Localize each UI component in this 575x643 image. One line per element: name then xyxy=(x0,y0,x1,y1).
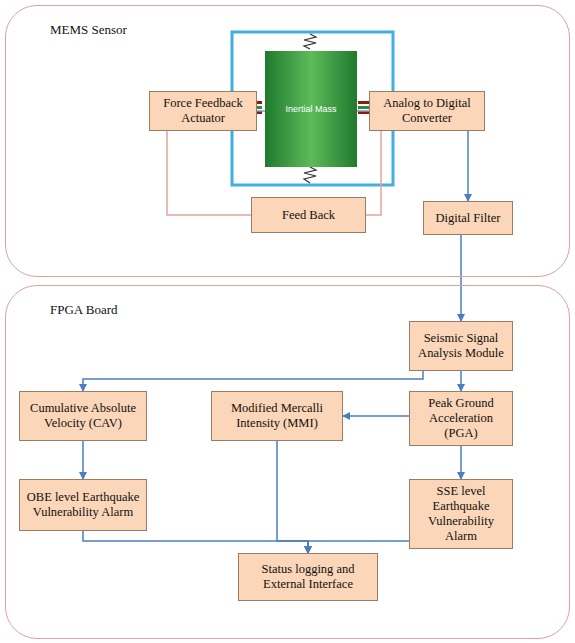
node-label: Digital Filter xyxy=(436,211,501,226)
node-label: Modified Mercalli Intensity (MMI) xyxy=(217,401,337,431)
node-label: SSE level Earthquake Vulnerability Alarm xyxy=(415,484,507,544)
region-heading: MEMS Sensor xyxy=(50,22,127,38)
node-label: OBE level Earthquake Vulnerability Alarm xyxy=(25,490,141,520)
spring-symbol xyxy=(304,167,316,183)
connector-line xyxy=(257,110,265,112)
flow-arrow xyxy=(460,371,462,391)
process-box: Modified Mercalli Intensity (MMI) xyxy=(211,391,343,441)
node-label: Inertial Mass xyxy=(285,104,336,114)
process-box: Force Feedback Actuator xyxy=(149,91,257,131)
flow-arrow xyxy=(460,446,462,479)
inertial-mass: Inertial Mass xyxy=(265,51,357,167)
flow-arrow xyxy=(467,131,469,201)
node-label: Analog to Digital Converter xyxy=(375,96,479,126)
flow-arrow xyxy=(83,371,423,391)
node-label: Force Feedback Actuator xyxy=(155,96,251,126)
node-label: Seismic Signal Analysis Module xyxy=(415,331,507,361)
process-box: Cumulative Absolute Velocity (CAV) xyxy=(19,391,147,441)
sensor-region: MEMS SensorInertial Mass Force Feedback A… xyxy=(5,5,570,277)
process-box: Digital Filter xyxy=(423,201,513,235)
process-box: Seismic Signal Analysis Module xyxy=(409,321,513,371)
flow-arrow xyxy=(460,235,462,321)
alarm-box: SSE level Earthquake Vulnerability Alarm xyxy=(409,479,513,549)
region-heading: FPGA Board xyxy=(50,302,118,318)
spring-symbol xyxy=(304,34,316,49)
node-label: Cumulative Absolute Velocity (CAV) xyxy=(25,401,141,431)
node-label: Feed Back xyxy=(282,208,335,223)
connector-line xyxy=(357,110,369,112)
node-label: Peak Ground Acceleration (PGA) xyxy=(415,396,507,441)
flow-arrow xyxy=(343,415,409,417)
board-region: FPGA BoardSeismic Signal Analysis Module… xyxy=(5,285,570,639)
process-box: Peak Ground Acceleration (PGA) xyxy=(409,391,513,446)
process-box: Analog to Digital Converter xyxy=(369,91,485,131)
flow-arrow xyxy=(277,441,308,553)
flow-arrow xyxy=(83,531,308,553)
alarm-box: OBE level Earthquake Vulnerability Alarm xyxy=(19,479,147,531)
connector-line xyxy=(366,131,381,215)
process-box: Feed Back xyxy=(251,197,366,233)
flow-arrow xyxy=(82,441,84,479)
node-label: Status logging and External Interface xyxy=(244,562,372,592)
process-box: Status logging and External Interface xyxy=(238,553,378,601)
connector-line xyxy=(167,131,251,215)
